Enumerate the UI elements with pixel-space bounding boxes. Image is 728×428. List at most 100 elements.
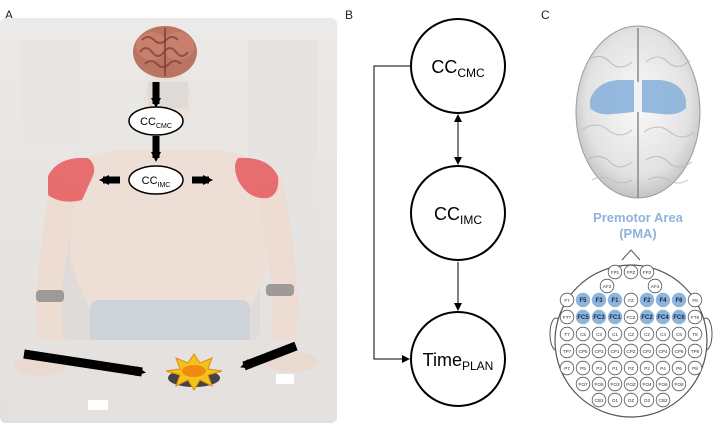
table-marker-right (276, 374, 294, 384)
table-marker-left (88, 400, 108, 410)
electrode-po8 (671, 376, 687, 392)
pma-abbrev: (PMA) (619, 226, 657, 241)
node-cc-imc (410, 165, 506, 261)
electrode-label-af3: AF3 (603, 284, 612, 289)
electrode-p3 (591, 360, 607, 376)
electrode-cp4 (655, 343, 671, 359)
electrode-label-cp4: CP4 (659, 349, 668, 354)
electrode-o2 (639, 392, 655, 408)
electrode-label-fc2: FC2 (641, 315, 653, 321)
electrode-label-tp8: TP8 (691, 349, 700, 354)
electrode-fp1 (607, 264, 623, 280)
electrode-cp1 (607, 343, 623, 359)
electrode-p8 (687, 360, 703, 376)
electrode-tp8 (687, 343, 703, 359)
panel-letter-b: B (345, 8, 354, 22)
electrode-label-f7: F7 (564, 298, 570, 303)
electrode-ft8 (687, 309, 703, 325)
electrode-fp2 (639, 264, 655, 280)
electrode-c4 (655, 326, 671, 342)
electrode-label-af4: AF4 (651, 284, 660, 289)
electrode-ft7 (559, 309, 575, 325)
electrode-label-fc5: FC5 (577, 315, 589, 321)
electrode-po3 (607, 376, 623, 392)
electrode-fpz (623, 264, 639, 280)
electrode-fc4 (655, 309, 671, 325)
electrode-p7 (559, 360, 575, 376)
electrode-label-oz: OZ (628, 398, 635, 403)
electrode-label-cb2: CB2 (659, 398, 668, 403)
nose-marker (621, 249, 641, 261)
node-cc-imc-label: CCIMC (434, 204, 482, 227)
electrode-label-f8: F8 (692, 298, 698, 303)
electrode-f4 (655, 292, 671, 308)
electrode-pz (623, 360, 639, 376)
electrode-label-p5: P5 (580, 366, 586, 371)
panel-letter-c: C (541, 8, 550, 22)
electrode-label-p8: P8 (692, 366, 698, 371)
electrode-f7 (559, 292, 575, 308)
electrode-label-c3: C3 (596, 332, 602, 337)
electrode-label-p4: P4 (660, 366, 666, 371)
background-window (20, 40, 80, 150)
electrode-label-po6: PO6 (658, 382, 668, 387)
electrode-cp3 (591, 343, 607, 359)
electrode-label-c2: C2 (644, 332, 650, 337)
electrode-label-f4: F4 (659, 298, 667, 304)
arrow-left-hand-to-target (23, 349, 146, 377)
cc-imc-ellipse (128, 165, 184, 195)
electrode-cb1 (591, 392, 607, 408)
electrode-label-p6: P6 (676, 366, 682, 371)
electrode-label-c6: C6 (676, 332, 682, 337)
electrode-label-ft8: FT8 (691, 315, 700, 320)
electrode-label-cpz: CPZ (626, 349, 635, 354)
electrode-label-po7: PO7 (578, 382, 588, 387)
left-deltoid-highlight (48, 157, 95, 202)
electrode-label-fp2: FP2 (643, 270, 652, 275)
electrode-f2 (639, 292, 655, 308)
electrode-cp6 (671, 343, 687, 359)
electrode-tp7 (559, 343, 575, 359)
electrode-af4 (647, 278, 663, 294)
electrode-label-cp2: CP2 (643, 349, 652, 354)
electrode-f3 (591, 292, 607, 308)
left-wrist-band (36, 290, 64, 302)
node-time-plan-label: TimePLAN (423, 350, 494, 373)
electrode-label-fc6: FC6 (673, 315, 685, 321)
electrode-fc5 (575, 309, 591, 325)
node-cc-cmc-label: CCCMC (431, 57, 485, 80)
electrode-fc1 (607, 309, 623, 325)
electrode-label-cz: CZ (628, 332, 634, 337)
electrode-label-t8: T8 (692, 332, 698, 337)
electrode-po7 (575, 376, 591, 392)
electrode-f1 (607, 292, 623, 308)
panel-b-diagram: CCCMC CCIMC TimePLAN (373, 18, 506, 407)
electrode-label-fc1: FC1 (609, 315, 621, 321)
panel-letter-a: A (5, 8, 14, 22)
electrode-fcz (623, 309, 639, 325)
electrode-label-fcz: FCZ (627, 315, 636, 320)
electrode-label-cb1: CB1 (595, 398, 604, 403)
electrode-cp5 (575, 343, 591, 359)
panel-c-brain-top-view (575, 25, 701, 199)
electrode-label-o2: O2 (644, 398, 651, 403)
electrode-af3 (599, 278, 615, 294)
electrode-label-f6: F6 (675, 298, 683, 304)
right-arm (256, 175, 299, 355)
electrode-p1 (607, 360, 623, 376)
electrode-label-f3: F3 (595, 298, 603, 304)
electrode-f8 (687, 292, 703, 308)
electrode-label-p2: P2 (644, 366, 650, 371)
pma-title: Premotor Area (593, 210, 683, 225)
electrode-c3 (591, 326, 607, 342)
right-deltoid-highlight (235, 157, 279, 199)
panel-a-illustration: CCCMC CCIMC (0, 18, 337, 423)
left-arm (35, 175, 78, 355)
electrode-label-poz: POZ (626, 382, 636, 387)
electrode-cpz (623, 343, 639, 359)
electrode-label-cp6: CP6 (675, 349, 684, 354)
electrode-label-t7: T7 (564, 332, 570, 337)
electrode-poz (623, 376, 639, 392)
target-sun-icon (165, 353, 223, 391)
